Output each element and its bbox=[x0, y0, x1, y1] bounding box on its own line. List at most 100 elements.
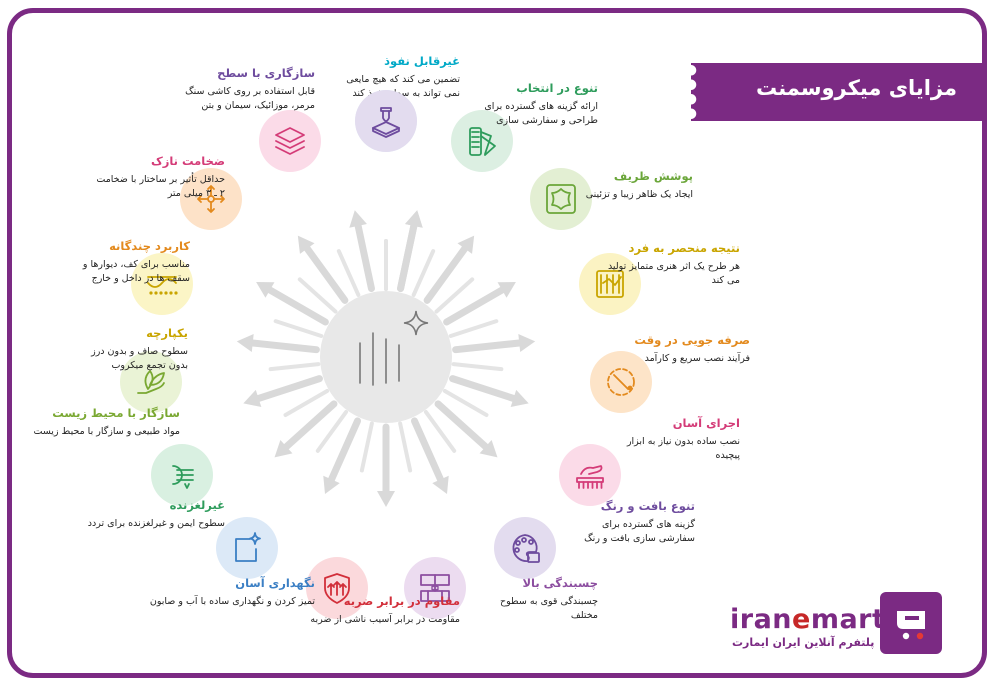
swatch-badge bbox=[450, 110, 513, 173]
feature-description: سطوح صاف و بدون درز بدون تجمع میکروب bbox=[91, 346, 188, 371]
feature-item: کاربرد چندگانه مناسب برای کف، دیوارها و س… bbox=[60, 238, 190, 286]
multi-arrow-badge bbox=[179, 168, 242, 231]
ray-line bbox=[359, 421, 374, 473]
feature-item: غیرقابل نفوذ تضمین می کند که هیچ مایعی نم… bbox=[330, 53, 460, 101]
feature-description: هر طرح یک اثر هنری متمایز تولید می کند bbox=[607, 261, 740, 286]
feature-title: اجرای آسان bbox=[672, 416, 740, 430]
feature-description: قابل استفاده بر روی کاشی سنگ مرمر، موزائ… bbox=[185, 86, 315, 111]
feature-description: تضمین می کند که هیچ مایعی نمی تواند به س… bbox=[346, 74, 460, 99]
feature-description: سطوح ایمن و غیرلغزنده برای تردد bbox=[87, 518, 225, 529]
feature-title: یکپارچه bbox=[146, 326, 188, 340]
surface-pour-badge bbox=[355, 90, 417, 152]
ray-arrow bbox=[323, 417, 362, 495]
feature-description: مواد طبیعی و سازگار با محیط زیست bbox=[33, 426, 181, 437]
sparkle-card-icon bbox=[235, 532, 262, 562]
clock-icon bbox=[606, 367, 635, 396]
feature-description: تمیز کردن و نگهداری ساده با آب و صابون bbox=[149, 596, 315, 607]
feature-item: مقاوم در برابر ضربه مقاومت در برابر آسیب … bbox=[300, 593, 460, 627]
feature-item: ضخامت نازک حداقل تأثیر بر ساختار با ضخامت… bbox=[90, 153, 225, 201]
title-banner: مزایای میکروسمنت bbox=[691, 63, 985, 121]
feature-item: یکپارچه سطوح صاف و بدون درز بدون تجمع میک… bbox=[70, 325, 188, 373]
frame-border bbox=[7, 8, 987, 678]
trowel-hand-icon bbox=[576, 465, 605, 489]
tiles-badge bbox=[404, 556, 467, 619]
pattern-badge bbox=[579, 253, 642, 316]
leaf-hand-badge bbox=[120, 350, 183, 413]
ray-line bbox=[283, 389, 330, 417]
feature-item: غیرلغزنده سطوح ایمن و غیرلغزنده برای تردد bbox=[60, 497, 225, 531]
antislip-icon bbox=[171, 465, 194, 489]
brand-tagline: پلتفرم آنلاین ایران ایمارت bbox=[732, 636, 875, 649]
ray-arrow bbox=[434, 400, 498, 458]
ray-line bbox=[451, 362, 504, 372]
pattern-icon bbox=[596, 270, 625, 298]
ray-line bbox=[411, 249, 436, 297]
hub-sparkle-icon bbox=[359, 310, 429, 386]
ray-line bbox=[315, 410, 349, 453]
layers-icon bbox=[275, 127, 305, 156]
feature-title: غیرلغزنده bbox=[169, 498, 225, 512]
feature-title: کاربرد چندگانه bbox=[109, 239, 190, 253]
palette-badge bbox=[493, 516, 556, 579]
feature-description: چسبندگی قوی به سطوح مختلف bbox=[500, 596, 598, 621]
ray-line bbox=[297, 277, 338, 314]
ray-arrow bbox=[236, 334, 320, 354]
ray-arrow bbox=[397, 210, 423, 293]
ray-arrow bbox=[349, 210, 375, 293]
feature-description: فرآیند نصب سریع و کارآمد bbox=[644, 353, 750, 364]
feature-title: تنوع در انتخاب bbox=[516, 81, 598, 95]
ray-arrow bbox=[274, 400, 338, 458]
antislip-badge bbox=[150, 444, 213, 506]
ray-line bbox=[434, 277, 475, 314]
brand-name: iranemart bbox=[730, 604, 886, 635]
page-title: مزایای میکروسمنت bbox=[755, 76, 957, 100]
feature-title: ضخامت نازک bbox=[150, 154, 225, 168]
feature-description: ارائه گزینه های گسترده برای طراحی و سفار… bbox=[484, 101, 598, 126]
palette-icon bbox=[512, 534, 540, 563]
feature-description: مقاومت در برابر آسیب ناشی از ضربه bbox=[310, 614, 460, 625]
feature-title: نگهداری آسان bbox=[235, 576, 315, 590]
ray-line bbox=[448, 319, 499, 338]
ornament-tile-icon bbox=[546, 184, 577, 214]
feature-title: نتیجه منحصر به فرد bbox=[628, 241, 740, 255]
surface-pour-icon bbox=[372, 107, 400, 138]
feature-title: مقاوم در برابر ضربه bbox=[343, 594, 460, 608]
ray-line bbox=[268, 362, 321, 372]
ornament-tile-badge bbox=[530, 168, 593, 231]
feature-title: غیرقابل نفوذ bbox=[384, 54, 460, 68]
feature-title: پوشش ظریف bbox=[613, 169, 693, 183]
multi-arrow-icon bbox=[196, 185, 225, 213]
ray-line bbox=[336, 249, 361, 297]
feature-item: نگهداری آسان تمیز کردن و نگهداری ساده با … bbox=[130, 575, 315, 609]
feature-description: مناسب برای کف، دیوارها و سقف ها در داخل … bbox=[82, 259, 190, 284]
ray-arrow bbox=[443, 282, 516, 326]
feature-item: چسبندگی بالا چسبندگی قوی به سطوح مختلف bbox=[470, 575, 598, 623]
layers-badge bbox=[259, 110, 321, 173]
feature-description: نصب ساده بدون نیاز به ابزار پیچیده bbox=[626, 436, 740, 461]
ray-line bbox=[423, 410, 457, 453]
ray-arrow bbox=[297, 235, 349, 304]
clock-badge bbox=[589, 350, 652, 413]
ray-arrow bbox=[243, 375, 323, 407]
ray-line bbox=[442, 389, 489, 417]
ray-arrow bbox=[377, 423, 395, 507]
seamless-badge bbox=[130, 253, 193, 316]
ray-line bbox=[273, 319, 324, 338]
feature-title: چسبندگی بالا bbox=[522, 576, 598, 590]
sparkle-card-badge bbox=[216, 516, 279, 579]
feature-description: حداقل تأثیر بر ساختار با ضخامت ۲ ـ ۳ میل… bbox=[96, 174, 225, 199]
feature-item: نتیجه منحصر به فرد هر طرح یک اثر هنری متم… bbox=[600, 240, 740, 288]
swatch-icon bbox=[469, 127, 496, 157]
feature-item: اجرای آسان نصب ساده بدون نیاز به ابزار پی… bbox=[600, 415, 740, 463]
ray-arrow bbox=[449, 375, 529, 407]
feature-description: گزینه های گسترده برای سفارشی سازی بافت و… bbox=[584, 519, 695, 544]
leaf-hand-icon bbox=[137, 369, 166, 394]
ray-arrow bbox=[256, 282, 329, 326]
brand-logo: iranemart پلتفرم آنلاین ایران ایمارت bbox=[730, 592, 945, 654]
